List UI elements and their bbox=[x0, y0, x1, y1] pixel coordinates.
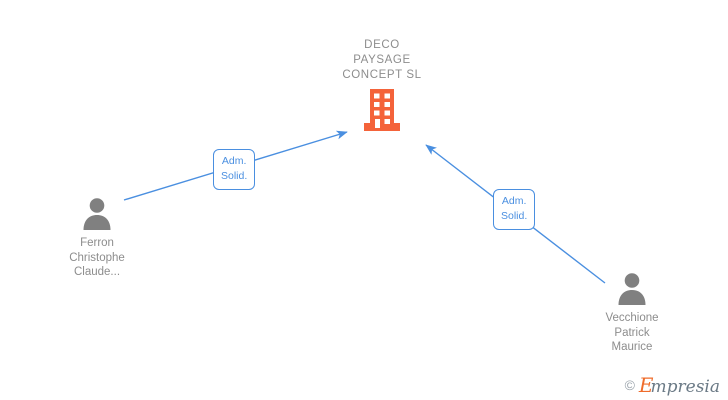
person-avatar-icon bbox=[83, 198, 111, 230]
brand-name: mpresia bbox=[650, 377, 721, 397]
office-building-icon bbox=[364, 89, 400, 131]
company-node[interactable]: DECO PAYSAGE CONCEPT SL bbox=[312, 38, 452, 136]
edge-label-vecchione[interactable]: Adm. Solid. bbox=[493, 189, 536, 230]
person-node-vecchione[interactable]: Vecchione Patrick Maurice bbox=[572, 271, 692, 355]
person-avatar-icon bbox=[618, 273, 646, 305]
company-name-label: DECO PAYSAGE CONCEPT SL bbox=[342, 39, 422, 81]
person-name-label: Ferron Christophe Claude... bbox=[69, 237, 125, 278]
copyright-icon: © bbox=[624, 377, 635, 393]
edge-label-ferron[interactable]: Adm. Solid. bbox=[213, 149, 256, 190]
watermark-empresia: © Empresia bbox=[625, 374, 720, 396]
person-name-label: Vecchione Patrick Maurice bbox=[605, 312, 659, 353]
brand-initial: E bbox=[638, 373, 654, 397]
person-node-ferron[interactable]: Ferron Christophe Claude... bbox=[37, 196, 157, 280]
